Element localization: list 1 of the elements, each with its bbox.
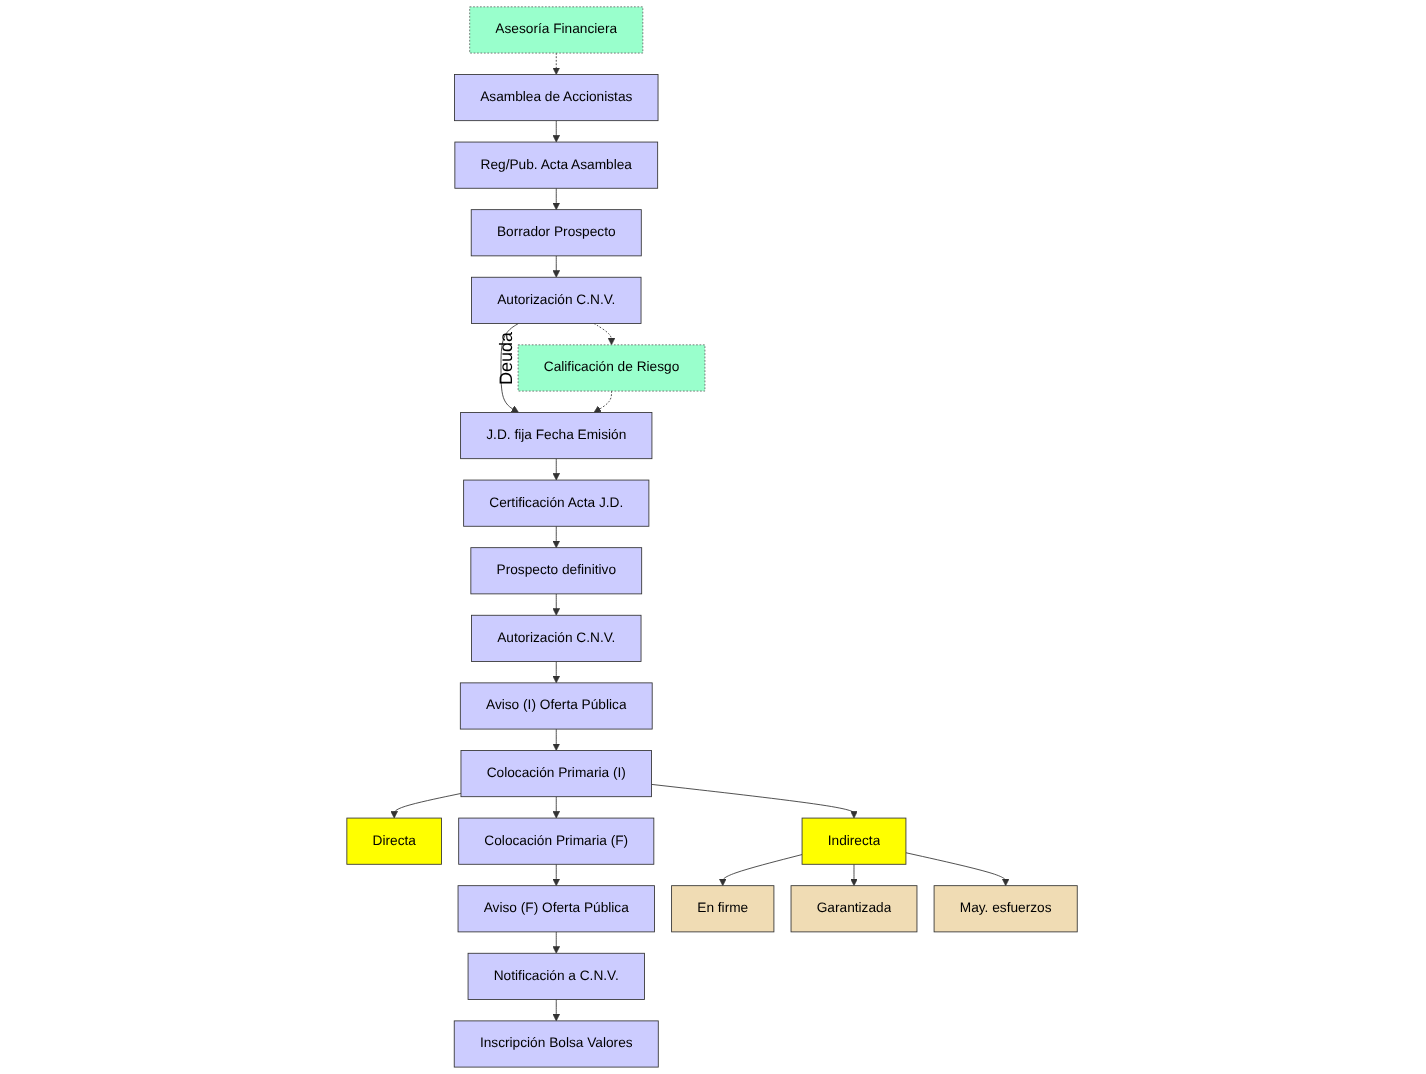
side-note: Deuda xyxy=(495,331,516,385)
